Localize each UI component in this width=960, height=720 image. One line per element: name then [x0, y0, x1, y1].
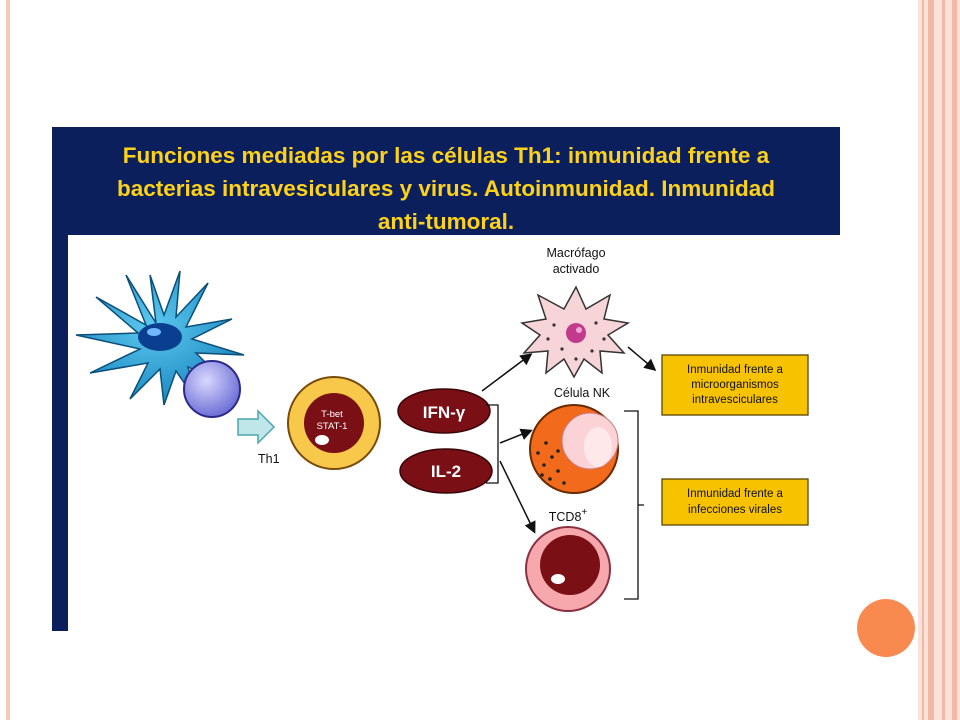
tcd8-cell-nucleus — [540, 535, 600, 595]
frame-stripe — [952, 0, 957, 720]
activated-macrophage — [520, 285, 631, 379]
macrophage-granule — [560, 347, 564, 351]
cytokine-ellipse — [399, 448, 493, 494]
cytokine-il-2: IL-2 — [399, 448, 493, 494]
frame-stripe — [922, 0, 924, 720]
macrophage-granule — [552, 323, 556, 327]
arrow-to-tcd8-icon — [499, 460, 536, 534]
slide-frame-right-border — [918, 0, 960, 720]
nk-cell-granule — [540, 473, 544, 477]
tcd8-label-superscript: + — [581, 507, 587, 518]
naive-t-cell — [183, 360, 241, 418]
cytokine-label: IFN-γ — [423, 403, 466, 422]
immune-diagram: Th1 T-bet STAT-1 IFN-γ IL-2 — [75, 246, 809, 612]
outcome-box-text: microorganismos — [691, 379, 779, 391]
macrophage-granule — [594, 321, 598, 325]
outcome-box-intravesicular: Inmunidad frente a microorganismos intra… — [661, 354, 809, 416]
tcd8-cell-vesicle — [551, 574, 565, 584]
outcome-box-viral: Inmunidad frente a infecciones virales — [661, 478, 809, 526]
nk-cell-granule — [536, 451, 540, 455]
th1-cell: T-bet STAT-1 — [287, 376, 381, 470]
arrow-to-outcome-icon — [627, 346, 657, 371]
tcd8-label-text: TCD8 — [549, 510, 582, 524]
nk-cell-granule — [556, 469, 560, 473]
slide-frame-left-border — [6, 0, 10, 720]
macrophage-granule — [602, 337, 606, 341]
figure-title-line: Funciones mediadas por las células Th1: … — [122, 143, 770, 168]
cytokine-bracket — [486, 404, 499, 484]
cytokine-label: IL-2 — [431, 462, 461, 481]
nk-cell-granule — [556, 449, 560, 453]
th1-cell-vesicle — [315, 435, 329, 445]
cytokine-ellipse — [397, 388, 491, 434]
nk-cell-granule — [542, 463, 546, 467]
frame-stripe — [942, 0, 945, 720]
dendritic-cell-nucleus — [138, 323, 182, 351]
transcription-factor-label: STAT-1 — [317, 421, 348, 432]
figure-title-line: anti-tumoral. — [377, 209, 515, 234]
outcome-box-bg — [661, 478, 809, 526]
macrophage-granule — [546, 337, 550, 341]
nk-cell-label: Célula NK — [554, 386, 611, 400]
decorative-orange-circle — [857, 599, 915, 657]
viral-immunity-bracket — [624, 410, 644, 600]
nk-cell-granule — [550, 455, 554, 459]
nk-cell-granule — [544, 441, 548, 445]
nk-cell-nucleus-highlight — [584, 427, 612, 467]
dendritic-cell-nucleus-highlight — [147, 328, 161, 336]
macrophage-nucleus-highlight — [576, 327, 582, 333]
outcome-box-text: Inmunidad frente a — [687, 364, 784, 376]
frame-stripe — [928, 0, 934, 720]
diagram-canvas: Th1 T-bet STAT-1 IFN-γ IL-2 — [68, 235, 840, 631]
figure-title-line: bacterias intravesiculares y virus. Auto… — [116, 176, 776, 201]
tcd8-label: TCD8+ — [549, 507, 588, 524]
outcome-box-text: intravesciculares — [692, 394, 778, 406]
figure-title: Funciones mediadas por las células Th1: … — [52, 139, 840, 238]
outcome-box-text: infecciones virales — [688, 504, 782, 516]
macrophage-nucleus — [566, 323, 586, 343]
macrophage-granule — [574, 357, 578, 361]
transcription-factor-label: T-bet — [321, 409, 343, 420]
cytokine-ifn-gamma: IFN-γ — [397, 388, 491, 434]
dendritic-cell — [75, 270, 245, 418]
differentiation-arrow-icon — [237, 409, 276, 445]
nk-cell-granule — [562, 481, 566, 485]
outcome-box-bg — [661, 354, 809, 416]
arrow-to-macrophage-icon — [481, 353, 533, 392]
th1-label: Th1 — [258, 452, 280, 466]
nk-cell — [529, 404, 619, 494]
macrophage-granule — [590, 349, 594, 353]
macrophage-label: Macrófago — [546, 246, 605, 260]
macrophage-label: activado — [553, 262, 600, 276]
arrow-to-nk-cell-icon — [499, 428, 533, 444]
nk-cell-granule — [548, 477, 552, 481]
th1-functions-figure: Funciones mediadas por las células Th1: … — [52, 127, 840, 631]
tcd8-cell — [525, 526, 611, 612]
outcome-box-text: Inmunidad frente a — [687, 488, 784, 500]
